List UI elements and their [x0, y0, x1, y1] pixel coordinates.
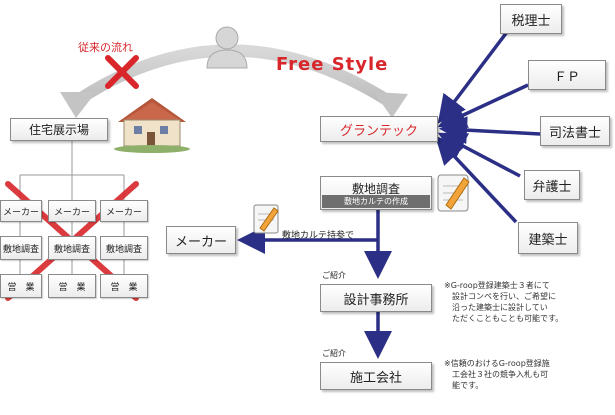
site-karte-caption: 敷地カルテの作成 — [322, 195, 430, 208]
arc-left-arrowhead — [60, 92, 96, 118]
intro-label-1: ご紹介 — [322, 271, 346, 280]
intro-label-2: ご紹介 — [322, 349, 346, 358]
design-office-box: 設計事務所 — [320, 284, 432, 312]
construction-note-line: ※信頼のおけるG-roop登録施 — [444, 359, 550, 368]
notepad-icon-survey — [437, 174, 470, 212]
old-flow-cross — [105, 55, 139, 89]
notepad-icon-karte — [253, 204, 279, 234]
sales-box-3: 営 業 — [100, 274, 148, 298]
user-icon — [206, 26, 248, 69]
maker-box-2: メーカー — [48, 200, 96, 222]
expert-tax-accountant: 税理士 — [500, 4, 562, 34]
sales-box-1: 営 業 — [0, 274, 42, 298]
house-icon — [114, 98, 190, 153]
design-note-line: 沿った建築士に設計してい — [452, 303, 548, 312]
maker-box-3: メーカー — [100, 200, 148, 222]
arc-right-arrowhead — [374, 92, 408, 118]
design-note-line: 設計コンペを行い、ご希望に — [452, 292, 556, 301]
survey-box-1: 敷地調査 — [0, 236, 42, 260]
construction-box: 施工会社 — [320, 362, 432, 390]
design-note-line: ただくこともことも可能です。 — [452, 314, 564, 323]
center-flow-arrows — [237, 208, 392, 359]
site-survey-label: 敷地調査 — [351, 182, 400, 196]
expert-fp: ＦＰ — [528, 60, 606, 90]
grantec-box: グランテック — [320, 116, 438, 142]
design-note-line: ※G-roop登録建築士３者にて — [444, 281, 550, 290]
survey-box-2: 敷地調査 — [48, 236, 96, 260]
exhibition-box: 住宅展示場 — [10, 118, 108, 141]
old-flow-label: 従来の流れ — [78, 41, 133, 54]
maker-box-center: メーカー — [166, 226, 236, 254]
expert-lawyer: 弁護士 — [524, 170, 580, 200]
construction-note-line: 工会社３社の競争入札も可 — [452, 370, 548, 379]
sales-box-2: 営 業 — [48, 274, 96, 298]
expert-judicial-scrivener: 司法書士 — [540, 116, 610, 146]
expert-arrows — [435, 26, 541, 224]
maker-box-1: メーカー — [0, 200, 42, 222]
free-style-title: Free Style — [276, 54, 389, 75]
karte-bring-label: 敷地カルテ持参で — [282, 231, 355, 241]
expert-architect: 建築士 — [518, 222, 578, 254]
survey-box-3: 敷地調査 — [100, 236, 148, 260]
construction-note-line: 能です。 — [452, 381, 484, 390]
design-note: ※G-roop登録建築士３者にて 設計コンペを行い、ご希望に 沿った建築士に設計… — [444, 280, 563, 324]
construction-note: ※信頼のおけるG-roop登録施 工会社３社の競争入札も可 能です。 — [444, 358, 550, 391]
